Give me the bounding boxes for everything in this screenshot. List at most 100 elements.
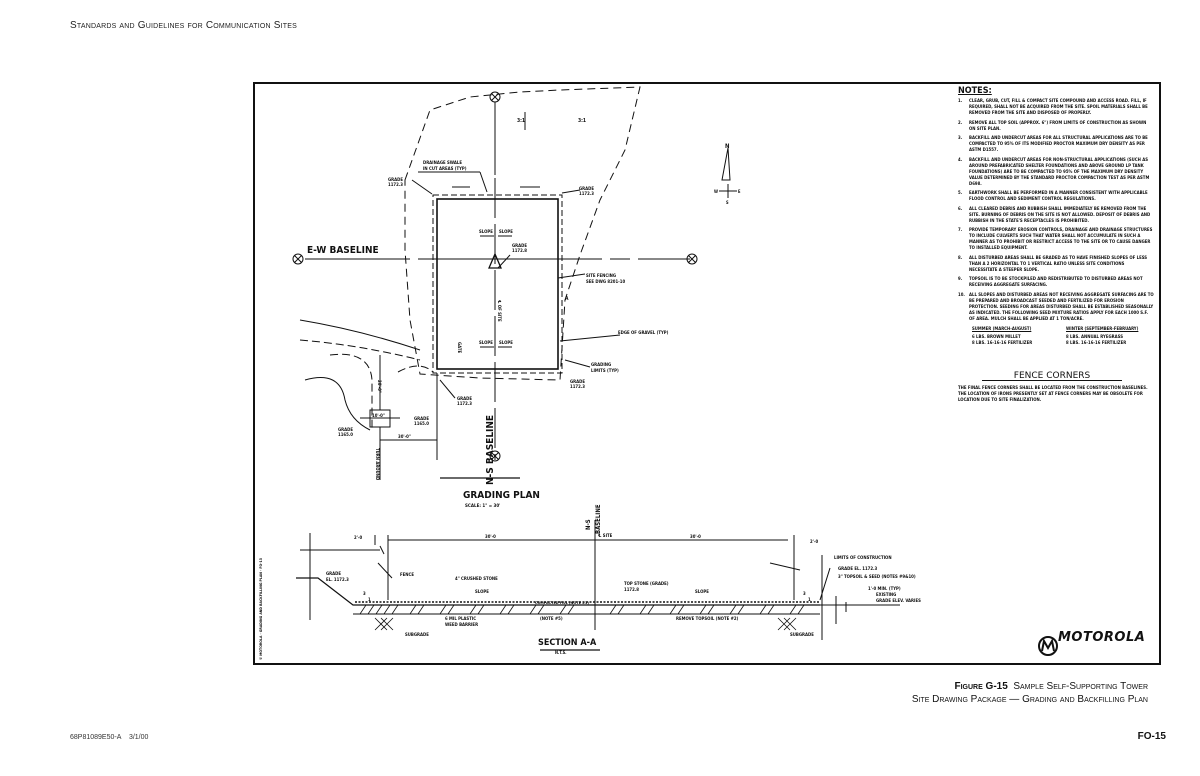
figure-caption: Figure G-15 Sample Self-Supporting Tower… <box>912 680 1148 706</box>
caption-line1: Sample Self-Supporting Tower <box>1013 681 1148 692</box>
grade-label: GRADE <box>457 396 472 402</box>
remove-topsoil-label: REMOVE TOPSOIL (NOTE #2) <box>676 616 739 622</box>
slope-ratio-label: 1 <box>808 597 811 603</box>
grade-label: GRADE EL. 1172.3 <box>838 566 877 572</box>
slope-label: SLOPE <box>475 589 489 595</box>
motorola-logo-icon <box>1038 636 1058 656</box>
footer-doc-info: 68P81089E50-A 3/1/00 <box>70 734 148 741</box>
site-centerline-label: ℄ OF SITE <box>496 300 502 322</box>
seed-line: 6 LBS. BROWN MILLET <box>972 334 1021 340</box>
slope-label: SLOPE <box>499 229 513 235</box>
section-grade-line <box>296 577 820 606</box>
note-text: Remove all top soil (approx. 6") from li… <box>969 120 1147 132</box>
section-marker-label: A <box>565 296 569 302</box>
caption-line2: Site Drawing Package — Grading and Backf… <box>911 694 1148 705</box>
grade-value: 1172.3 <box>388 182 403 188</box>
grading-plan-scale: SCALE: 1" = 30' <box>465 503 500 509</box>
note-number: 7. <box>958 228 963 233</box>
gate-label: GATE <box>456 342 462 353</box>
note-item: 2. Remove all top soil (approx. 6") from … <box>958 121 1154 133</box>
grade-value: 1165.0 <box>414 421 429 427</box>
barrier-label: 6 MIL PLASTIC <box>445 616 476 622</box>
figure-number: Figure G-15 <box>954 681 1008 692</box>
crushed-stone-label: 4" CRUSHED STONE <box>455 576 498 582</box>
note-number: 9. <box>958 277 963 282</box>
slope-label: SLOPE <box>479 340 493 346</box>
barrier-label: WEED BARRIER <box>445 622 478 628</box>
grade-label: GRADE <box>338 427 353 433</box>
note-number: 5. <box>958 191 963 196</box>
note-item: 6.All cleared debris and rubbish shall i… <box>958 207 1154 225</box>
grade-label: GRADE <box>388 177 403 183</box>
note-item: 3.Backfill and undercut areas for all st… <box>958 136 1154 154</box>
motorola-logo: MOTOROLA <box>1032 630 1145 645</box>
turnaround-label: TURN AROUND <box>374 448 380 481</box>
grading-limits <box>404 86 641 381</box>
dimension-label: 10'-0" <box>372 413 385 419</box>
grading-limits-label: LIMITS (TYP) <box>591 368 619 374</box>
dimension-label: 2'-0 <box>810 539 818 545</box>
limits-construction-label: LIMITS OF CONSTRUCTION <box>834 555 892 561</box>
grade-value: 1165.0 <box>338 432 353 438</box>
dimension-label: 30'-0" <box>398 434 411 440</box>
note-number: 4. <box>958 157 963 163</box>
grade-value: 1172.3 <box>579 191 594 197</box>
existing-grade-label: EXISTING <box>876 592 896 598</box>
note-item: 5.Earthwork shall be performed in a mann… <box>958 191 1154 203</box>
section-baseline-label: N-S <box>585 519 592 530</box>
note-text: Clear, grub, cut, fill & compact site co… <box>969 99 1148 116</box>
north-arrow-icon <box>721 147 731 181</box>
grade-label: GRADE <box>414 416 429 422</box>
seed-table: SUMMER (MARCH-AUGUST) 6 LBS. BROWN MILLE… <box>972 327 1152 347</box>
drainage-swale-label: DRAINAGE SWALE <box>423 160 462 166</box>
seed-line: 8 LBS. ANNUAL RYEGRASS <box>1066 334 1124 340</box>
grade-value: 1172.3 <box>570 384 585 390</box>
fence-label: FENCE <box>400 572 414 578</box>
seed-summer-head: SUMMER (MARCH-AUGUST) <box>972 326 1032 332</box>
fence-compound <box>436 198 559 370</box>
note-item: 8.All disturbed areas shall be graded as… <box>958 256 1154 274</box>
slope-ratio-label: 3:1 <box>517 118 525 124</box>
dimension-label: 20'-0" <box>376 380 382 393</box>
grade-value: 1172.3 <box>457 401 472 407</box>
north-label: N <box>725 143 730 150</box>
site-centerline-label: ℄ SITE <box>598 533 613 539</box>
note-item: 1. Clear, grub, cut, fill & compact site … <box>958 99 1154 117</box>
ew-baseline-label: E-W BASELINE <box>307 245 379 256</box>
note-text: Backfill and undercut areas for non-stru… <box>969 157 1150 187</box>
side-strip-text: © MOTOROLA · GRADING AND BACKFILLING PLA… <box>259 558 263 660</box>
note-number: 3. <box>958 136 963 141</box>
grade-label: GRADE <box>570 379 585 385</box>
notes-title: NOTES: <box>958 86 992 96</box>
note-text: All cleared debris and rubbish shall imm… <box>969 206 1151 224</box>
top-stone-value: 1172.8 <box>624 587 639 593</box>
grade-label: GRADE <box>326 571 341 577</box>
top-stone-label: TOP STONE (GRADE) <box>624 581 669 587</box>
baseline-marker-icon <box>686 253 698 265</box>
fence-corners-title: FENCE CORNERS <box>982 371 1122 381</box>
grading-plan-title: GRADING PLAN <box>463 490 540 501</box>
note-number: 2. <box>958 120 963 126</box>
seed-winter: WINTER (SEPTEMBER-FEBRUARY) 8 LBS. ANNUA… <box>1066 327 1152 347</box>
slope-ratio-label: 3 <box>363 591 366 597</box>
section-baseline-label: BASELINE <box>595 504 602 534</box>
subgrade-label: SUBGRADE <box>790 632 814 638</box>
notes-list: 1. Clear, grub, cut, fill & compact site … <box>958 99 1154 323</box>
note-item: 9.Topsoil is to be stockpiled and redist… <box>958 277 1154 289</box>
slope-ratio-label: 3 <box>803 591 806 597</box>
slope-label: SLOPE <box>499 340 513 346</box>
note-number: 8. <box>958 255 963 261</box>
edge-of-gravel-label: EDGE OF GRAVEL (TYP) <box>618 330 669 336</box>
section-scale: N.T.S. <box>555 650 567 655</box>
east-label: E <box>738 189 741 194</box>
note-item: 7.Provide temporary erosion controls, dr… <box>958 228 1154 252</box>
note-number: 1. <box>958 99 963 104</box>
dimension-label: 30'-0 <box>485 534 496 540</box>
slope-ratio-label: 1 <box>368 597 371 603</box>
slope-label: SLOPE <box>695 589 709 595</box>
site-fencing-ref: SEE DWG 8201-10 <box>586 279 625 285</box>
grade-label: GRADE <box>579 186 594 192</box>
ns-baseline-label: N-S BASELINE <box>485 415 496 485</box>
site-fencing-label: SITE FENCING <box>586 273 616 279</box>
